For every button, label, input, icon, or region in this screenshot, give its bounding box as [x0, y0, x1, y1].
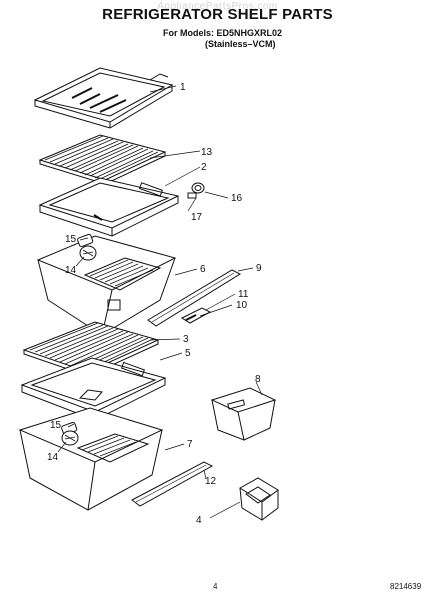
- crisper-cover-frame-5: [20, 357, 167, 421]
- callout-15: 15: [65, 234, 77, 245]
- callout-12: 12: [205, 476, 217, 487]
- wire-shelf-13: [38, 134, 167, 185]
- callout-16: 16: [231, 193, 243, 204]
- callout-7: 7: [187, 439, 193, 450]
- callout-4: 4: [196, 515, 202, 526]
- crisper-trim-12: [131, 461, 214, 507]
- callout-9: 9: [256, 263, 262, 274]
- callout-14: 14: [65, 265, 77, 276]
- label-plate-4: [239, 477, 279, 521]
- crisper-cover-frame-2: [38, 177, 180, 237]
- callout-8: 8: [255, 374, 261, 385]
- callout-15-lower: 15: [50, 420, 62, 431]
- page-number: 4: [213, 582, 218, 591]
- glass-shelf: [33, 67, 174, 129]
- control-knob-16: [187, 182, 205, 199]
- crisper-trim-9: [147, 269, 242, 327]
- humidity-control-lower: [61, 421, 79, 446]
- variant-line: (Stainless–VCM): [205, 39, 276, 49]
- callout-3: 3: [183, 334, 189, 345]
- callout-6: 6: [200, 264, 206, 275]
- callout-1: 1: [180, 82, 186, 93]
- door-bin-8: [210, 387, 277, 441]
- callout-14-lower: 14: [47, 452, 59, 463]
- document-number: 8214639: [390, 582, 422, 591]
- crisper-pan-7: [18, 407, 164, 511]
- callout-13: 13: [201, 147, 213, 158]
- callout-2: 2: [201, 162, 207, 173]
- leader-lines: [57, 85, 263, 519]
- crisper-pan-6: [36, 235, 177, 336]
- watermark: AppliancePartsPros.com: [157, 1, 278, 12]
- callout-labels: 1 13 2 16 17 15 14 6 9 11 10 3 5 8 15 14…: [47, 82, 262, 526]
- callout-10: 10: [236, 300, 248, 311]
- models-line: For Models: ED5NHGXRL02: [163, 28, 283, 38]
- humidity-control-upper: [77, 233, 97, 261]
- callout-11: 11: [238, 289, 249, 300]
- callout-5: 5: [185, 348, 191, 359]
- callout-17: 17: [191, 212, 203, 223]
- slide-clip-10-11: [180, 307, 212, 324]
- page-title: REFRIGERATOR SHELF PARTS: [102, 6, 333, 23]
